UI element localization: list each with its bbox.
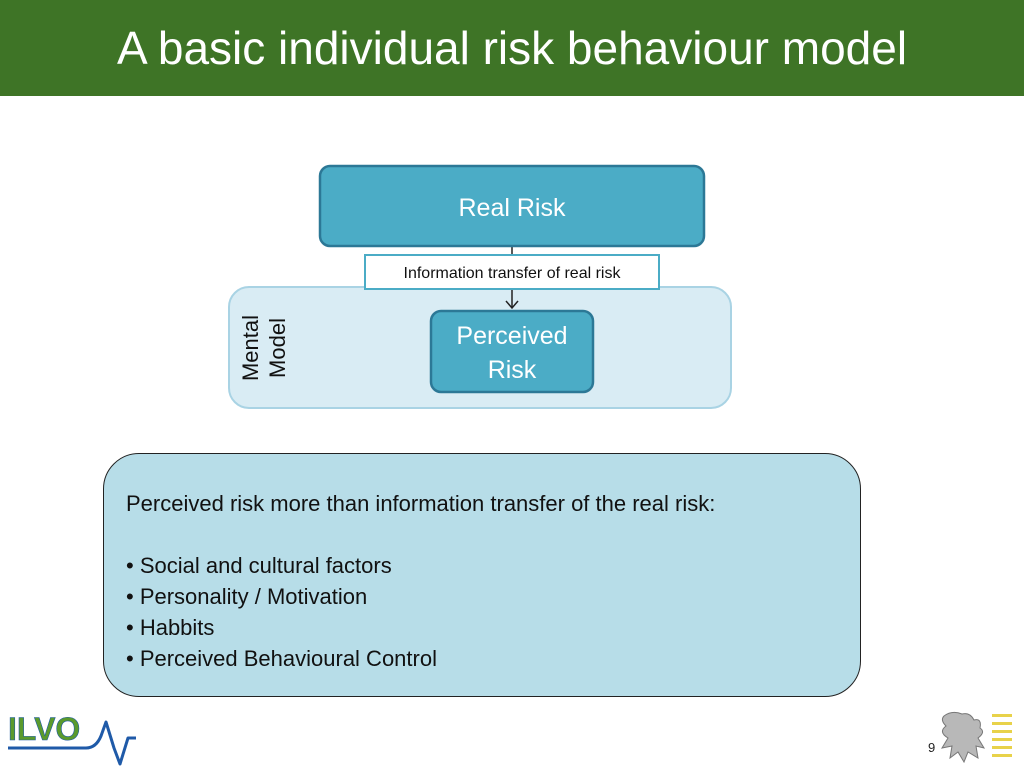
perceived-risk-factors-box: Perceived risk more than information tra… xyxy=(103,453,861,697)
perceived-risk-label-line2: Risk xyxy=(488,356,537,384)
info-transfer-label: Information transfer of real risk xyxy=(404,265,622,282)
list-item: • Perceived Behavioural Control xyxy=(126,646,437,671)
real-risk-box xyxy=(318,164,706,248)
ilvo-logo: ILVO xyxy=(8,711,136,766)
list-item: • Social and cultural factors xyxy=(126,553,392,578)
arrow-head xyxy=(505,300,519,310)
real-risk-label: Real Risk xyxy=(459,194,566,222)
ilvo-wave-icon xyxy=(8,720,136,766)
list-item: • Personality / Motivation xyxy=(126,584,368,609)
perceived-risk-label-line1: Perceived xyxy=(456,322,567,350)
flemish-lion-logo-icon xyxy=(940,711,1012,764)
info-transfer-box xyxy=(364,254,660,290)
slide-title: A basic individual risk behaviour model xyxy=(116,22,908,74)
mental-model-label-line1: Mental xyxy=(238,315,263,381)
perceived-risk-box xyxy=(429,309,595,394)
factors-intro: Perceived risk more than information tra… xyxy=(126,491,716,516)
ilvo-logo-text: ILVO xyxy=(8,711,80,747)
mental-model-label-line2: Model xyxy=(265,318,290,378)
page-number: 9 xyxy=(928,740,936,755)
title-bar: A basic individual risk behaviour model xyxy=(0,0,1024,96)
list-item: • Habbits xyxy=(126,615,215,640)
factors-list: • Social and cultural factors • Personal… xyxy=(126,550,838,674)
